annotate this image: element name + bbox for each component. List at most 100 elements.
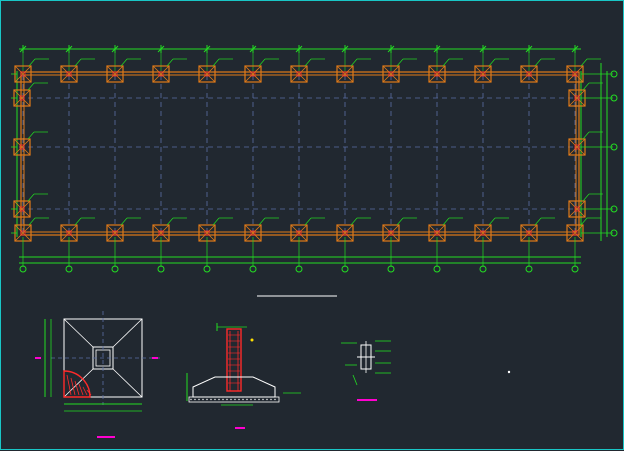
column-center-mark — [574, 144, 580, 150]
column-base-left — [13, 193, 48, 218]
column-leader-line — [120, 217, 128, 226]
anchor-bolt-detail — [341, 340, 391, 401]
axis-bubble-right — [610, 94, 618, 102]
dimension-slash — [479, 45, 487, 53]
blinding-dot — [270, 398, 272, 401]
column-base-top — [152, 58, 187, 83]
column-base-diagonal — [290, 224, 308, 242]
column-center-mark — [526, 71, 532, 77]
axis-bubble-right — [610, 143, 618, 151]
column-center-mark — [250, 71, 256, 77]
column-base-outline — [520, 65, 538, 83]
column-base-bottom — [198, 217, 233, 242]
column-leader-line — [488, 58, 496, 67]
blinding-dot — [214, 398, 216, 401]
column-leader-line — [534, 217, 542, 226]
column-center-mark — [19, 95, 25, 101]
column-center-mark — [112, 230, 118, 236]
column-base-top — [428, 58, 463, 83]
stray-point — [507, 370, 511, 374]
column-leader-line — [582, 82, 590, 91]
dimension-slash — [387, 45, 395, 53]
column-center-mark — [480, 71, 486, 77]
column-center-mark — [158, 71, 164, 77]
right-dimension-chain — [581, 63, 618, 241]
left-dimension-chain — [11, 73, 17, 234]
column-base-bottom — [382, 217, 417, 242]
column-base-outline — [474, 65, 492, 83]
dimension-slash — [203, 45, 211, 53]
bottom-dimension-chain — [19, 237, 581, 273]
column-base-top — [566, 58, 601, 83]
column-leader-line — [580, 58, 588, 67]
axis-bubble-bottom — [65, 265, 73, 273]
column-base-bottom — [428, 217, 463, 242]
column-center-mark — [66, 71, 72, 77]
column-base-diagonal — [60, 65, 78, 83]
detail-label-mark — [97, 436, 115, 438]
column-base-bottom — [336, 217, 371, 242]
column-base-bottom — [474, 217, 509, 242]
column-leader-line — [258, 217, 266, 226]
column-center-mark — [20, 230, 26, 236]
column-base-top — [474, 58, 509, 83]
column-base-outline — [382, 65, 400, 83]
column-leader-line — [534, 58, 542, 67]
column-base-diagonal — [244, 224, 262, 242]
column-base-diagonal — [244, 65, 262, 83]
footing-section-outline — [192, 376, 276, 398]
column-base-diagonal — [106, 65, 124, 83]
column-base-diagonal — [382, 224, 400, 242]
column-base-right — [568, 193, 603, 218]
column-center-mark — [112, 71, 118, 77]
axis-bubble-bottom — [157, 265, 165, 273]
column-center-mark — [19, 206, 25, 212]
column-leader-line — [396, 217, 404, 226]
column-leader-line — [304, 217, 312, 226]
dimension-slash — [157, 45, 165, 53]
column-base-diagonal — [428, 224, 446, 242]
blinding-dot — [218, 398, 220, 401]
column-center-mark — [20, 71, 26, 77]
column-base-top — [382, 58, 417, 83]
elevation-marker — [250, 338, 254, 342]
blinding-dot — [266, 398, 268, 401]
rebar-section-arc — [63, 370, 91, 398]
rebar-line — [82, 386, 88, 396]
column-leader-line — [27, 82, 35, 91]
blinding-dot — [242, 398, 244, 401]
column-leader-line — [350, 217, 358, 226]
foundation-plan-detail — [35, 311, 161, 438]
axis-bubble-bottom — [387, 265, 395, 273]
column-base-top — [336, 58, 371, 83]
column-base-diagonal — [152, 224, 170, 242]
column-base-diagonal — [568, 200, 586, 218]
column-base-outline — [244, 65, 262, 83]
section-mark-right — [152, 357, 158, 359]
footing-slope-line — [63, 318, 94, 348]
column-leader-line — [212, 217, 220, 226]
column-leader-line — [582, 193, 590, 202]
blinding-dot — [226, 398, 228, 401]
column-base-bottom — [60, 217, 95, 242]
column-base-diagonal — [336, 65, 354, 83]
column-base-diagonal — [428, 65, 446, 83]
detail-label-mark — [235, 427, 245, 429]
dimension-slash — [249, 45, 257, 53]
axis-grid — [19, 75, 583, 233]
rebar-line — [86, 389, 92, 396]
column-base-diagonal — [198, 65, 216, 83]
column-base-top — [60, 58, 95, 83]
blinding-dot — [230, 398, 232, 401]
axis-bubble-bottom — [19, 265, 27, 273]
column-leader-line — [488, 217, 496, 226]
column-leader-line — [258, 58, 266, 67]
leader-line — [352, 374, 358, 386]
column-center-mark — [574, 206, 580, 212]
section-mark-left — [35, 357, 41, 359]
rebar-line — [74, 380, 80, 396]
column-base-outline — [198, 65, 216, 83]
detail-label-mark — [357, 399, 377, 401]
column-leader-line — [74, 58, 82, 67]
